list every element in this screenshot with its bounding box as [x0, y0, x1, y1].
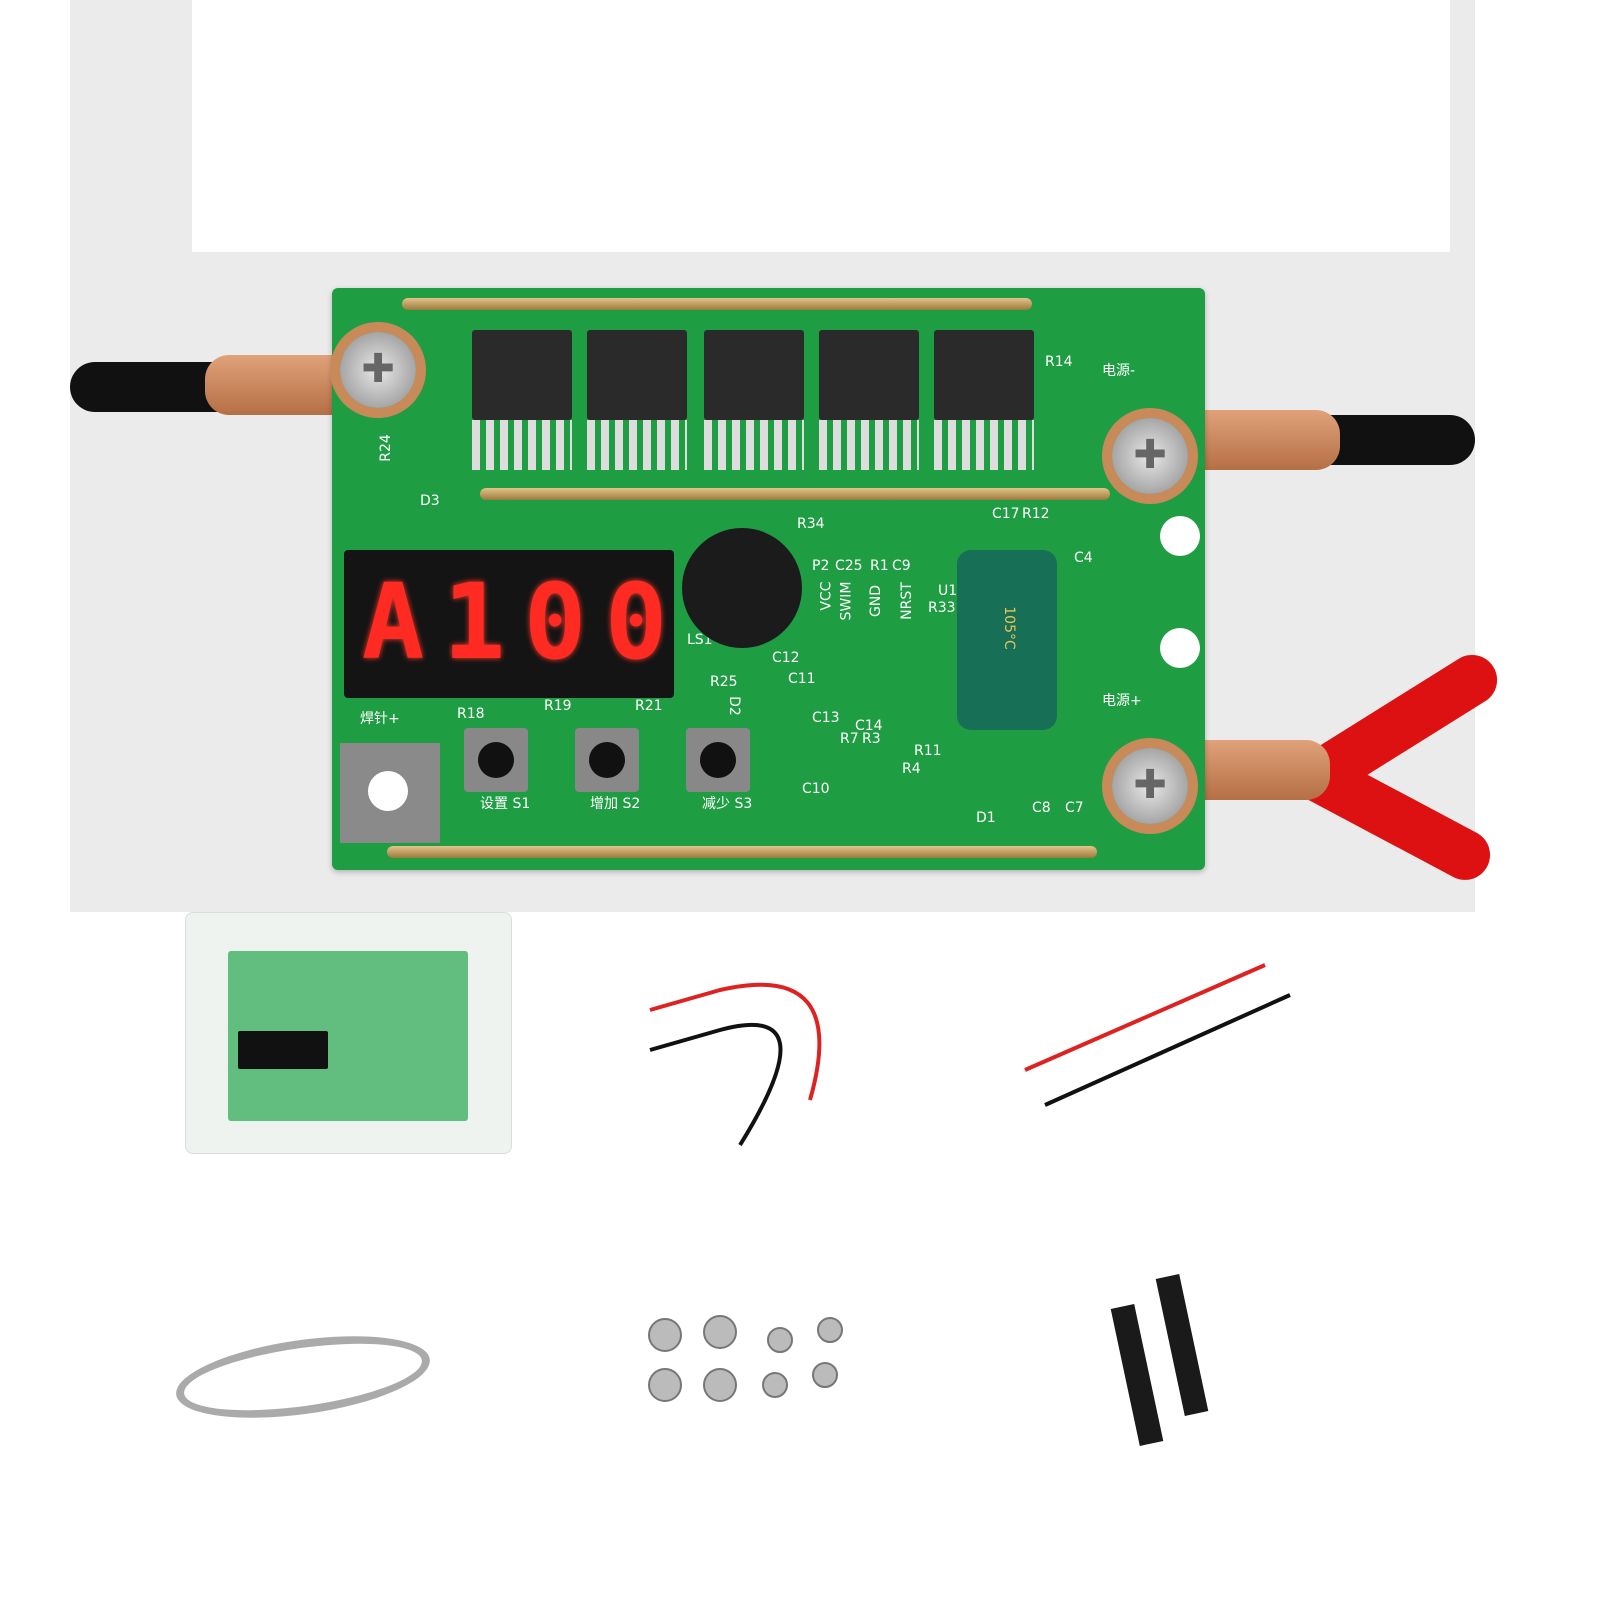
copper-rod — [387, 846, 1097, 858]
screw-terminal-power-pos — [1112, 748, 1188, 824]
label-r14: R14 — [1045, 354, 1073, 370]
label-p2: P2 — [812, 558, 830, 574]
label-r7: R7 — [840, 731, 859, 747]
seven-segment-display: A 1 0 0 — [344, 550, 674, 698]
label-r1: R1 — [870, 558, 889, 574]
label-c13: C13 — [812, 710, 840, 726]
screw-terminal-power-neg — [1112, 418, 1188, 494]
capacitor-marking: 105°C — [1000, 606, 1017, 650]
label-r25: R25 — [710, 674, 738, 690]
label-c4: C4 — [1074, 550, 1093, 566]
mount-hole — [1160, 628, 1200, 668]
pin-vcc: VCC — [818, 581, 835, 611]
boxed-board — [185, 912, 512, 1154]
mosfet — [819, 330, 919, 420]
buzzer — [682, 528, 802, 648]
label-weld-pin-pos: 焊针+ — [360, 711, 400, 727]
label-c12: C12 — [772, 650, 800, 666]
pin-nrst: NRST — [898, 582, 915, 620]
mosfet — [472, 330, 572, 420]
pin-gnd: GND — [868, 584, 885, 618]
mosfet — [704, 330, 804, 420]
copper-rod — [480, 488, 1110, 500]
set-button-label: 设置 S1 — [480, 796, 531, 812]
weld-pad — [340, 743, 440, 843]
label-r19: R19 — [544, 698, 572, 714]
display-digit: 0 — [523, 561, 587, 683]
label-power-pos: 电源+ — [1102, 693, 1142, 709]
label-r18: R18 — [457, 706, 485, 722]
label-r21: R21 — [635, 698, 663, 714]
mosfet — [587, 330, 687, 420]
label-c10: C10 — [802, 781, 830, 797]
heat-shrink-tube — [1110, 1304, 1164, 1446]
pin-swim: SWIM — [838, 581, 855, 621]
increase-button-label: 增加 S2 — [590, 796, 641, 812]
label-r34: R34 — [797, 516, 825, 532]
label-r11: R11 — [914, 743, 942, 759]
increase-button[interactable] — [575, 728, 639, 792]
label-u1: U1 — [938, 583, 958, 599]
mount-hole — [1160, 516, 1200, 556]
label-c17: C17 — [992, 506, 1020, 522]
label-c8: C8 — [1032, 800, 1051, 816]
screw-terminal-weld-neg — [340, 332, 416, 408]
label-r4: R4 — [902, 761, 921, 777]
label-r12: R12 — [1022, 506, 1050, 522]
screws-and-nuts — [648, 1315, 843, 1402]
heat-shrink-tube — [1155, 1274, 1209, 1416]
label-d3: D3 — [420, 493, 440, 509]
decrease-button-label: 减少 S3 — [702, 796, 753, 812]
display-digit: 0 — [604, 561, 668, 683]
spot-welder-pcb: R14 电源- 电源+ 焊针+ R24 D3 R34 P2 C25 R1 C9 … — [332, 288, 1205, 870]
label-c11: C11 — [788, 671, 816, 687]
label-c14: C14 — [855, 718, 883, 734]
label-d2: D2 — [725, 696, 742, 716]
label-c9: C9 — [892, 558, 911, 574]
mosfet — [934, 330, 1034, 420]
blank-area — [192, 0, 1450, 252]
nickel-strip — [171, 1322, 435, 1432]
label-power-neg: 电源- — [1102, 363, 1136, 379]
set-button[interactable] — [464, 728, 528, 792]
display-digit: A — [361, 561, 425, 683]
power-cables — [1024, 963, 1291, 1107]
copper-rod — [402, 298, 1032, 310]
decrease-button[interactable] — [686, 728, 750, 792]
label-r33: R33 — [928, 600, 956, 616]
weld-pen-leads — [649, 982, 822, 1147]
electrolytic-capacitor: 105°C — [957, 550, 1057, 730]
label-c25: C25 — [835, 558, 863, 574]
label-c7: C7 — [1065, 800, 1084, 816]
label-d1: D1 — [976, 810, 996, 826]
display-digit: 1 — [442, 561, 506, 683]
label-r3: R3 — [862, 731, 881, 747]
label-r24: R24 — [377, 434, 394, 462]
